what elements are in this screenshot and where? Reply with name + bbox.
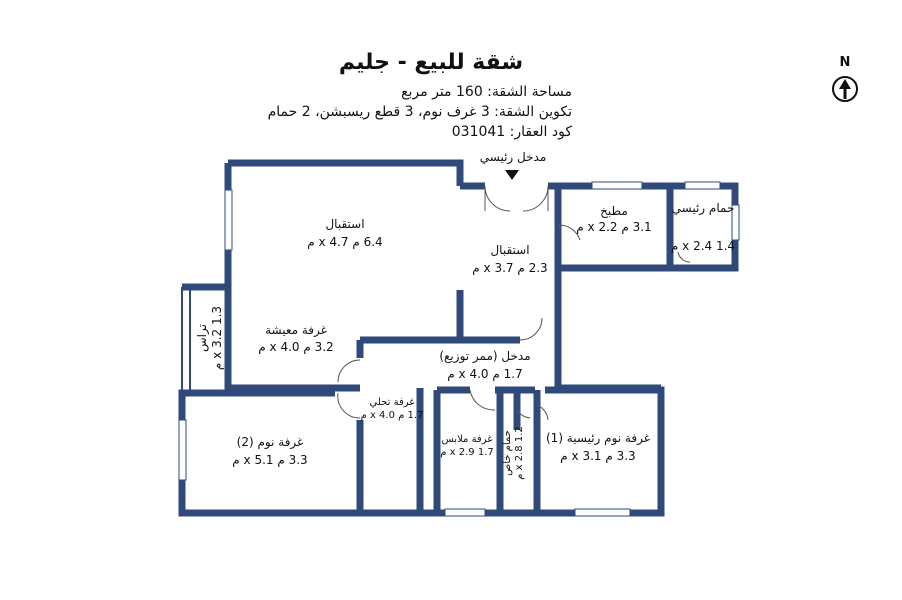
room-name: غرفة نوم (2) <box>237 435 304 450</box>
room-dims: 6.4 م x 4.7 م <box>307 235 382 249</box>
room-name: استقبال <box>490 243 529 257</box>
main-entrance-label: مدخل رئيسي <box>480 150 547 165</box>
entrance-arrow-icon <box>505 170 519 180</box>
compass-letter: N <box>840 55 851 70</box>
room-name: مدخل (ممر توزيع) <box>439 349 530 364</box>
room-dims: 1.7 م x 4.0 م <box>361 410 424 421</box>
room-dims: 1.2 x 2.8 م <box>514 426 525 479</box>
room-name: غرفة تحلي <box>370 397 415 408</box>
room-name: استقبال <box>325 217 364 231</box>
room-name: غرفة معيشة <box>265 323 327 338</box>
room-name: غرفة نوم رئيسية (1) <box>546 431 650 446</box>
room-dims: 3.2 م x 4.0 م <box>258 340 333 354</box>
room-name: مطبخ <box>600 204 628 218</box>
room-dims: 1.7 م x 4.0 م <box>447 367 522 381</box>
room-dims: 1.4 x 2.4 م <box>671 239 735 253</box>
room-dims: 3.3 م x 3.1 م <box>560 449 635 463</box>
property-code: كود العقار: 031041 <box>451 124 572 140</box>
room-dims: 1.3 x 3.2 م <box>210 306 224 370</box>
terrace-outline <box>181 287 191 393</box>
room-dims: 3.1 م x 2.2 م <box>576 220 651 234</box>
apartment-area: مساحة الشقة: 160 متر مربع <box>401 84 572 100</box>
room-dims: 3.3 م x 5.1 م <box>232 453 307 467</box>
doors <box>337 185 691 421</box>
listing-title: شقة للبيع - جليم <box>338 50 524 75</box>
room-labels: استقبال 6.4 م x 4.7 م استقبال 2.3 م x 3.… <box>195 201 735 480</box>
room-dims: 2.3 م x 3.7 م <box>472 261 547 275</box>
north-compass-icon: N <box>830 54 860 106</box>
room-dims: 1.7 x 2.9 م <box>440 447 493 458</box>
room-name: تراس <box>195 324 210 352</box>
apartment-composition: تكوين الشقة: 3 غرف نوم، 3 قطع ريسبشن، 2 … <box>267 104 572 120</box>
room-name: حمام رئيسي <box>672 201 735 216</box>
room-name: حمام خاص <box>502 430 513 476</box>
room-name: غرفة ملابس <box>442 434 493 445</box>
windows <box>178 181 740 517</box>
